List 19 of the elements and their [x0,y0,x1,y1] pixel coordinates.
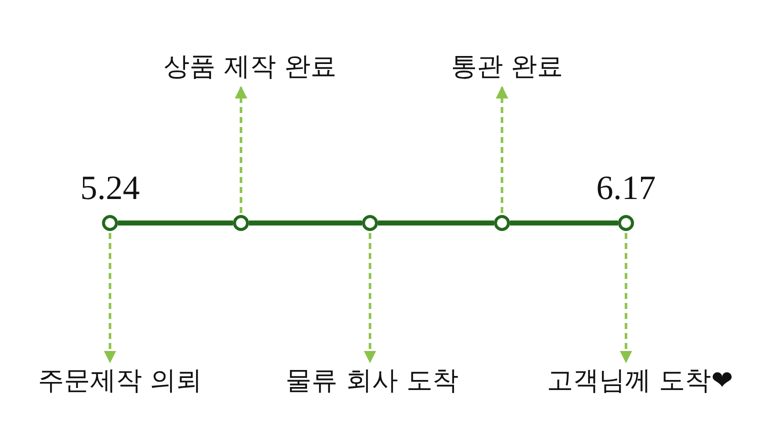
timeline-point [494,215,510,231]
arrow [364,233,376,364]
timeline-point [362,215,378,231]
timeline-line [118,220,233,226]
milestone-label: 통관 완료 [450,52,564,84]
timeline-line [510,220,618,226]
date-label: 6.17 [596,170,656,208]
arrow [104,233,116,364]
milestone-label: 물류 회사 도착 [286,366,458,398]
timeline-line [378,220,494,226]
arrow [620,233,632,364]
milestone-label: 상품 제작 완료 [164,52,336,84]
timeline-point [233,215,249,231]
timeline-line [249,220,362,226]
date-label: 5.24 [80,170,140,208]
milestone-label: 고객님께 도착❤ [546,366,734,398]
milestone-label: 주문제작 의뢰 [38,366,202,398]
arrow [234,86,248,213]
arrow [496,86,508,213]
